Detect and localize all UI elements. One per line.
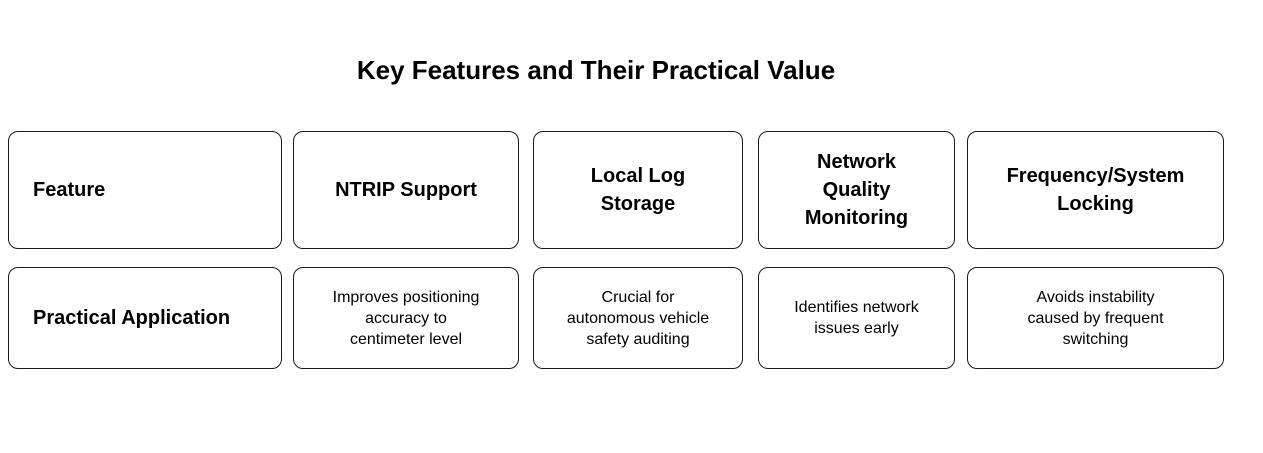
header-cell-ntrip-support-label: NTRIP Support xyxy=(335,179,477,201)
value-cell-practical-application: Practical Application xyxy=(8,267,282,369)
header-cell-network-quality-monitoring: Network Quality Monitoring xyxy=(758,131,955,249)
value-cell-network-quality-monitoring-text: Identifies network issues early xyxy=(794,299,919,337)
header-cell-local-log-storage-label: Local Log Storage xyxy=(590,165,686,215)
header-cell-feature-label: Feature xyxy=(33,179,106,201)
header-cell-ntrip-support: NTRIP Support xyxy=(293,131,519,249)
header-cell-frequency-system-locking-label: Frequency/System Locking xyxy=(1006,165,1185,215)
header-cell-network-quality-monitoring-label: Network Quality Monitoring xyxy=(804,151,909,229)
value-cell-local-log-storage: Crucial for autonomous vehicle safety au… xyxy=(533,267,743,369)
header-cell-feature: Feature xyxy=(8,131,282,249)
header-cell-frequency-system-locking: Frequency/System Locking xyxy=(967,131,1224,249)
value-cell-local-log-storage-text: Crucial for autonomous vehicle safety au… xyxy=(566,288,710,348)
value-cell-frequency-system-locking-text: Avoids instability caused by frequent sw… xyxy=(1027,288,1164,348)
value-cell-ntrip-support: Improves positioning accuracy to centime… xyxy=(293,267,519,369)
header-cell-local-log-storage: Local Log Storage xyxy=(533,131,743,249)
value-cell-network-quality-monitoring: Identifies network issues early xyxy=(758,267,955,369)
value-cell-practical-application-label: Practical Application xyxy=(33,307,231,329)
diagram-title: Key Features and Their Practical Value xyxy=(356,55,836,85)
value-cell-frequency-system-locking: Avoids instability caused by frequent sw… xyxy=(967,267,1224,369)
value-cell-ntrip-support-text: Improves positioning accuracy to centime… xyxy=(332,288,480,348)
